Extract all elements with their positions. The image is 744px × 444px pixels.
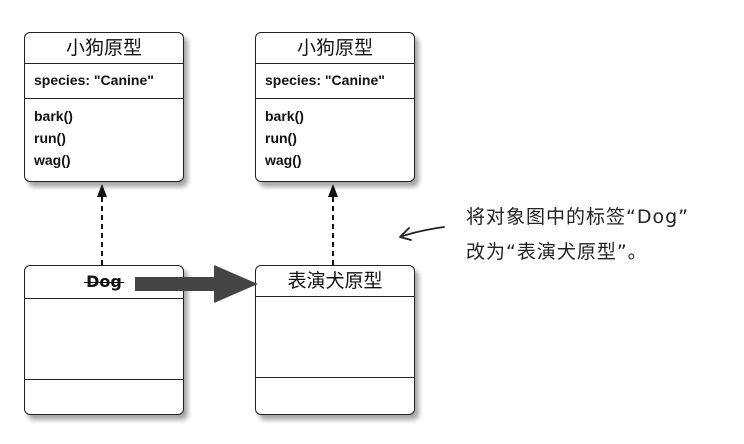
note-line-2: 改为“表演犬原型”。 — [466, 241, 648, 263]
box-title: 表演犬原型 — [256, 266, 414, 297]
method-item: wag() — [265, 152, 302, 168]
method-item: run() — [265, 130, 297, 146]
prototype-box-left: 小狗原型 species: "Canine" bark() run() wag(… — [24, 32, 184, 182]
rename-arrow — [135, 265, 258, 303]
box-title: 小狗原型 — [256, 33, 414, 64]
dashed-arrow-left — [97, 184, 107, 265]
dashed-arrow-right — [328, 184, 338, 265]
box-title: 小狗原型 — [25, 33, 183, 64]
box-methods: bark() run() wag() — [256, 99, 414, 171]
show-dog-prototype-box: 表演犬原型 — [255, 265, 415, 415]
method-item: bark() — [34, 108, 73, 124]
box-section-empty — [256, 297, 414, 378]
box-property: species: "Canine" — [256, 64, 414, 99]
method-item: run() — [34, 130, 66, 146]
note-line-1: 将对象图中的标签“Dog” — [466, 206, 690, 228]
method-item: wag() — [34, 152, 71, 168]
box-methods: bark() run() wag() — [25, 99, 183, 171]
box-property: species: "Canine" — [25, 64, 183, 99]
prototype-box-right: 小狗原型 species: "Canine" bark() run() wag(… — [255, 32, 415, 182]
box-section-empty — [25, 299, 183, 380]
hand-arrow-icon — [399, 226, 445, 241]
annotation-note: 将对象图中的标签“Dog” 改为“表演犬原型”。 — [466, 200, 742, 270]
box-title: Dog — [25, 266, 183, 299]
dog-label-struck: Dog — [84, 266, 124, 298]
method-item: bark() — [265, 108, 304, 124]
